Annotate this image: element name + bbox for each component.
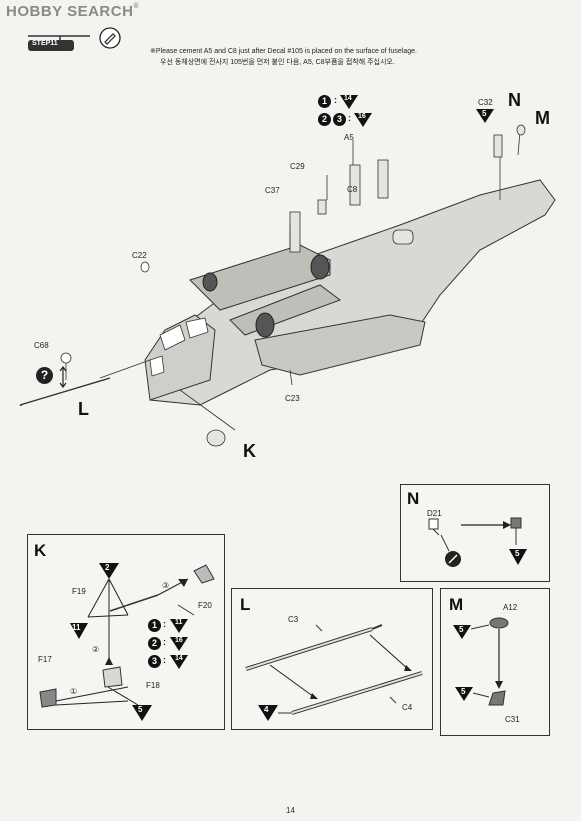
legend-num-3: 3 xyxy=(148,655,161,668)
hobby-search-logo: HOBBY SEARCH® xyxy=(6,3,140,20)
color-num-3: 3 xyxy=(333,113,346,126)
colon: : xyxy=(163,619,166,629)
step-3-marker: ③ xyxy=(162,581,170,590)
label-c32: C32 xyxy=(478,98,493,107)
box-k-title: K xyxy=(34,541,47,560)
up-down-arrow-icon xyxy=(59,366,67,388)
color-key: 1 : 14 2 3 : 16 xyxy=(318,95,388,135)
box-n-diagram xyxy=(428,517,527,567)
box-k-legend: 1 : 11 2 : 16 3 : 14 xyxy=(148,619,218,675)
site-header: HOBBY SEARCH® xyxy=(0,0,581,24)
assembly-note: ※Please cement A5 and C8 just after Deca… xyxy=(150,46,550,68)
colon: : xyxy=(348,113,351,123)
helicopter-illustration xyxy=(19,124,556,447)
label-m: M xyxy=(535,108,550,128)
note-korean: 우선 동체상면에 전사지 105번을 먼저 붙인 다음, A5, C8부품을 접… xyxy=(160,59,395,66)
legend-triangle-14 xyxy=(170,655,188,669)
label-k: K xyxy=(243,441,256,461)
box-k-left-code: 11 xyxy=(72,623,81,632)
detail-box-n: N D21 5 xyxy=(400,484,550,582)
colon: : xyxy=(163,655,166,665)
legend-num-1: 1 xyxy=(148,619,161,632)
box-l-color-code: 4 xyxy=(264,705,269,714)
c32-color-triangle xyxy=(476,109,494,123)
colon: : xyxy=(163,637,166,647)
label-c22: C22 xyxy=(132,251,147,260)
legend-code-11: 11 xyxy=(175,619,183,626)
label-c3: C3 xyxy=(288,615,299,624)
helicopter-icon xyxy=(28,35,90,51)
legend-code-16: 16 xyxy=(175,637,183,644)
question-mark-icon: ? xyxy=(36,367,53,384)
label-c37: C37 xyxy=(265,186,280,195)
label-f19: F19 xyxy=(72,587,86,596)
step-2-marker: ② xyxy=(92,645,100,654)
note-english: ※Please cement A5 and C8 just after Deca… xyxy=(150,48,417,55)
legend-num-2: 2 xyxy=(148,637,161,650)
label-a12: A12 xyxy=(503,603,518,612)
color-code-14: 14 xyxy=(344,95,352,102)
label-c31: C31 xyxy=(505,715,520,724)
color-code-triangle-14 xyxy=(340,95,358,109)
box-l-title: L xyxy=(240,595,251,614)
label-f18: F18 xyxy=(146,681,160,690)
color-num-1: 1 xyxy=(318,95,331,108)
box-n-color-code: 5 xyxy=(515,549,520,558)
step-badge: STEP11 xyxy=(20,28,120,57)
color-num-2: 2 xyxy=(318,113,331,126)
label-f17: F17 xyxy=(38,655,52,664)
box-l-diagram xyxy=(245,624,423,721)
detail-box-k: K 2 11 5 F19 F20 F17 F18 ① ② ③ 1 : 11 2 … xyxy=(27,534,225,730)
label-l: L xyxy=(78,399,89,419)
color-code-triangle-16 xyxy=(354,113,372,127)
box-k-diagram xyxy=(39,563,215,721)
label-c29: C29 xyxy=(290,162,305,171)
box-m-diagram xyxy=(453,617,509,706)
label-c23: C23 xyxy=(285,394,300,403)
box-n-title: N xyxy=(407,489,420,508)
legend-triangle-16 xyxy=(170,637,188,651)
box-m-title: M xyxy=(449,595,464,614)
label-d21: D21 xyxy=(427,509,442,518)
label-c68: C68 xyxy=(34,341,49,350)
label-c4: C4 xyxy=(402,703,413,712)
detail-box-m: M A12 C31 5 5 xyxy=(440,588,550,736)
c32-color-code: 5 xyxy=(482,109,487,118)
glue-icon xyxy=(99,27,121,49)
label-n: N xyxy=(508,90,521,110)
label-c8: C8 xyxy=(347,185,358,194)
legend-code-14: 14 xyxy=(175,655,183,662)
page-number: 14 xyxy=(286,806,295,815)
colon: : xyxy=(334,95,337,105)
box-k-bottom-code: 5 xyxy=(138,705,143,714)
box-k-top-code: 2 xyxy=(105,563,110,572)
step-label: STEP11 xyxy=(32,40,58,47)
box-m-color-code-2: 5 xyxy=(461,687,466,696)
step-1-marker: ① xyxy=(70,687,78,696)
box-m-color-code-1: 5 xyxy=(459,625,464,634)
detail-box-l: L C3 C4 4 xyxy=(231,588,433,730)
legend-triangle-11 xyxy=(170,619,188,633)
color-code-16: 16 xyxy=(358,113,366,120)
label-a5: A5 xyxy=(344,133,354,142)
label-f20: F20 xyxy=(198,601,212,610)
